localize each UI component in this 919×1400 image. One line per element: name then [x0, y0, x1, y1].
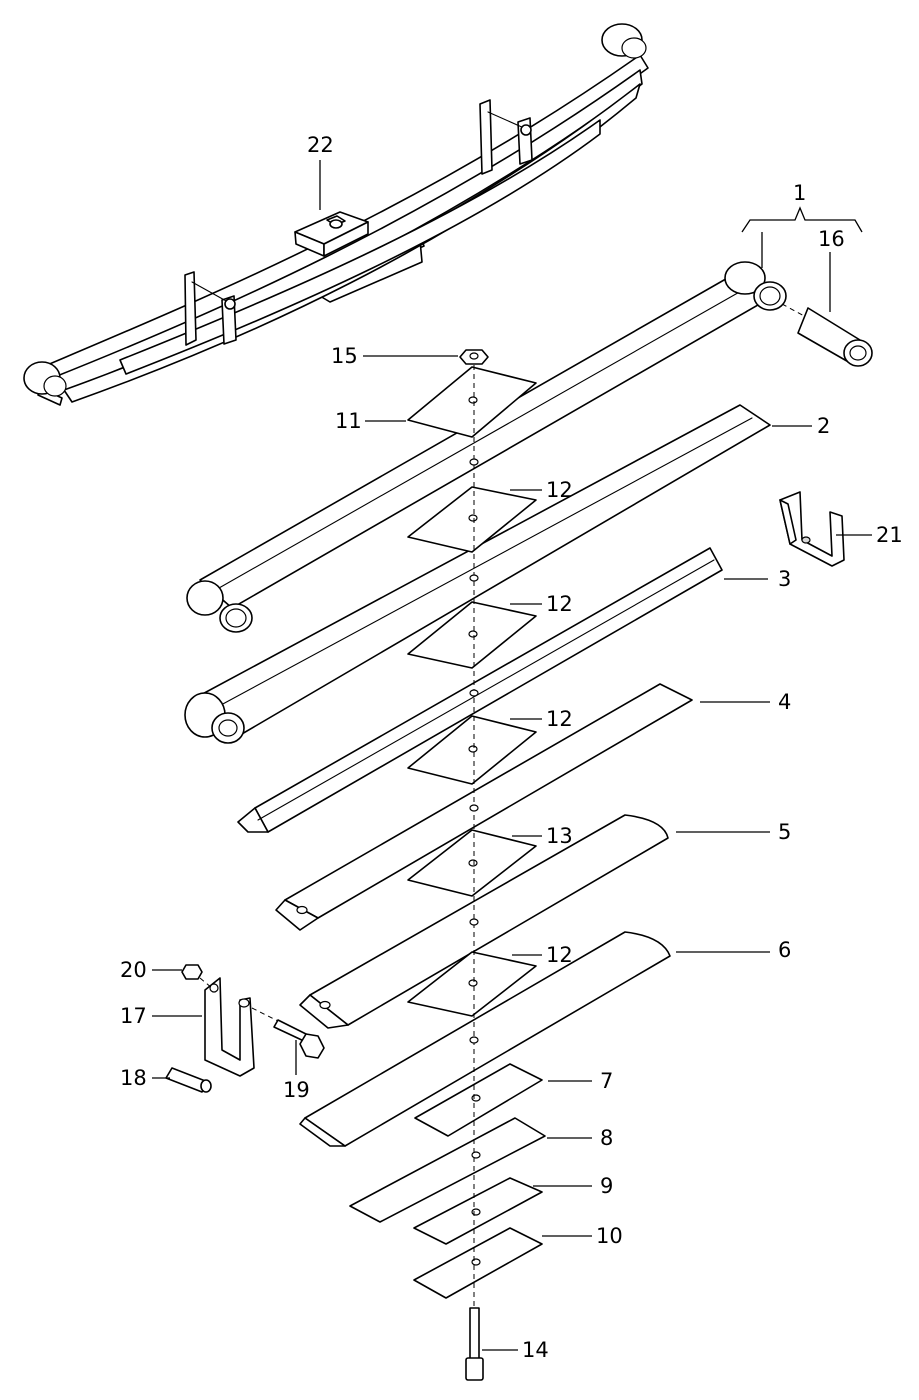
center-bolt-14: [465, 1307, 484, 1381]
callout-5: 5: [778, 820, 791, 844]
rebound-clip-21: [779, 491, 845, 567]
center-spacer-plates: [407, 366, 537, 1017]
leaf-2: [184, 404, 771, 744]
callout-16: 16: [818, 227, 845, 251]
callout-15: 15: [331, 344, 358, 368]
nut-15: [459, 349, 489, 365]
callout-20: 20: [120, 958, 147, 982]
callout-9: 9: [600, 1174, 613, 1198]
center-bolt-axis: [469, 365, 479, 1310]
callout-7: 7: [600, 1069, 613, 1093]
leaf-5: [299, 814, 669, 1029]
callout-2: 2: [817, 414, 830, 438]
callout-22: 22: [307, 133, 334, 157]
bushing-16: [781, 303, 873, 367]
leaf-4: [275, 683, 693, 931]
callout-8: 8: [600, 1126, 613, 1150]
callout-10: 10: [596, 1224, 623, 1248]
leaf-spring-assembly: [23, 23, 649, 406]
callout-17: 17: [120, 1004, 147, 1028]
callout-3: 3: [778, 567, 791, 591]
callout-12-a: 12: [546, 478, 573, 502]
callout-18: 18: [120, 1066, 147, 1090]
shackle-assembly: [165, 964, 325, 1093]
callout-12-b: 12: [546, 592, 573, 616]
callout-4: 4: [778, 690, 791, 714]
callout-11: 11: [335, 409, 362, 433]
callout-19: 19: [283, 1078, 310, 1102]
leaf-6: [299, 931, 671, 1147]
callouts: 22 1 16 15 11 2 12 21 3 12 4 12 5 13 6 1…: [120, 133, 903, 1362]
callout-1: 1: [793, 181, 806, 205]
callout-14: 14: [522, 1338, 549, 1362]
callout-6: 6: [778, 938, 791, 962]
callout-12-d: 12: [546, 943, 573, 967]
callout-21: 21: [876, 523, 903, 547]
leader-lines: [152, 160, 872, 1351]
callout-12-c: 12: [546, 707, 573, 731]
main-leaf-1: [186, 261, 787, 633]
leaf-3: [237, 547, 723, 833]
bottom-leaves: [349, 1063, 546, 1299]
callout-13: 13: [546, 824, 573, 848]
